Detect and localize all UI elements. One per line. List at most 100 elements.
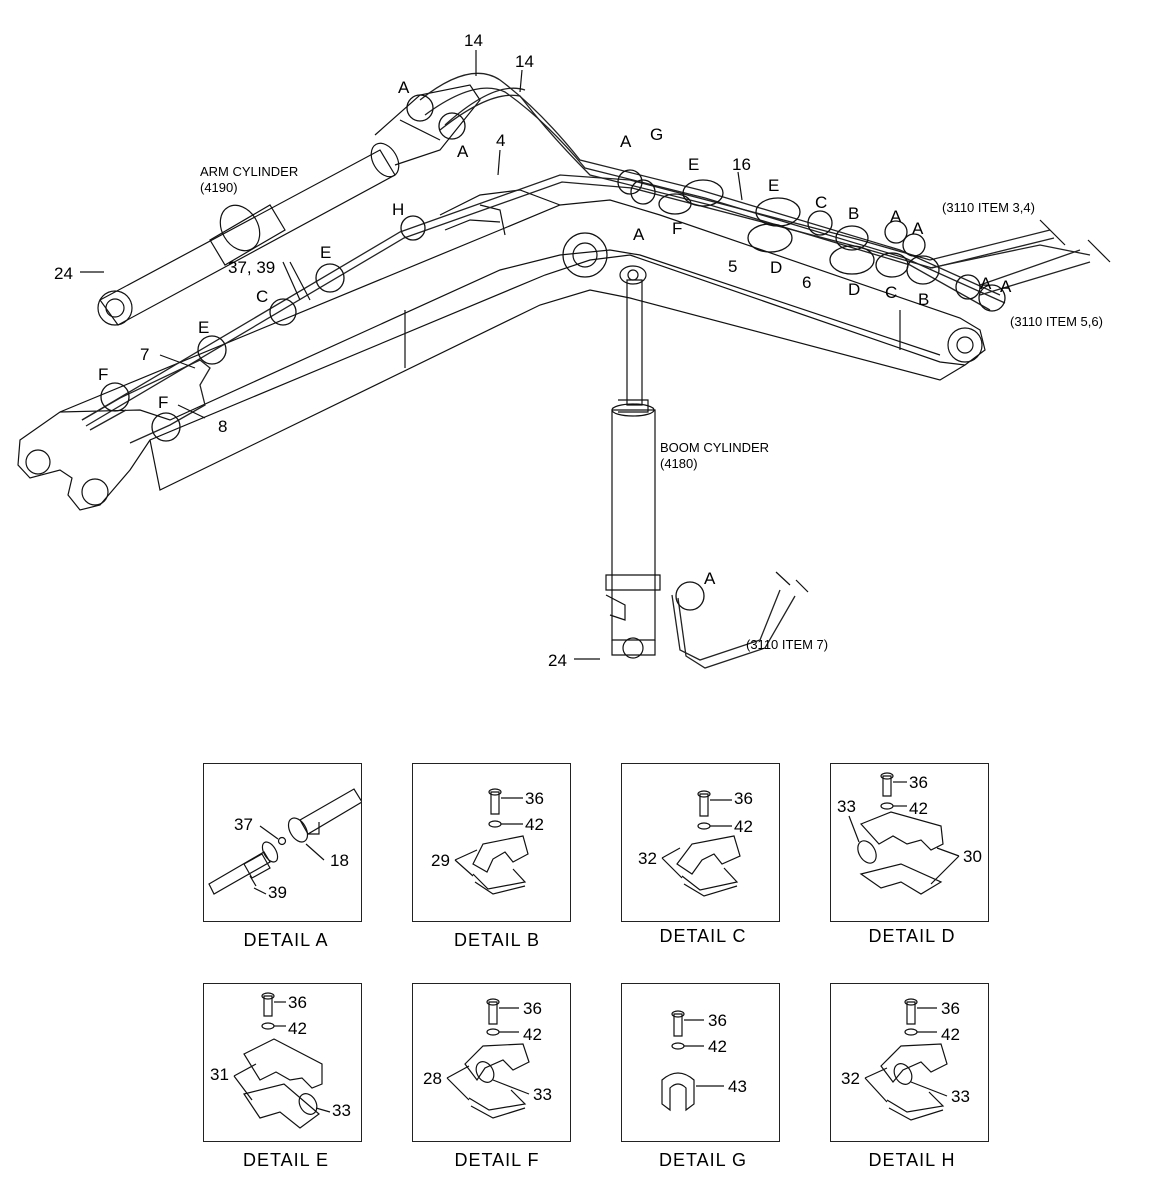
callout-e: E — [320, 243, 331, 262]
callout-c: C — [885, 283, 897, 302]
detail-a-drawing: 37 18 39 — [208, 788, 363, 902]
callout-24: 24 — [54, 264, 73, 283]
callout-5: 5 — [728, 257, 737, 276]
callout-b: B — [848, 204, 859, 223]
detail-d-panel: 36 42 33 30 — [830, 763, 989, 922]
detail-c-label-36: 36 — [734, 789, 753, 808]
callout-a: A — [633, 225, 645, 244]
ref-item-5-6: (3110 ITEM 5,6) — [1010, 314, 1103, 329]
callout-a: A — [980, 274, 992, 293]
detail-d-label-36: 36 — [909, 773, 928, 792]
boom-cylinder-code: (4180) — [660, 456, 698, 471]
detail-c-label-32: 32 — [638, 849, 657, 868]
detail-b-panel: 36 42 29 — [412, 763, 571, 922]
boom-structure — [17, 189, 986, 511]
callout-c: C — [815, 193, 827, 212]
detail-h-label-32: 32 — [841, 1069, 860, 1088]
detail-g-drawing: 36 42 43 — [661, 1010, 747, 1112]
detail-f-label-42: 42 — [523, 1025, 542, 1044]
callout-a: A — [912, 219, 924, 238]
callout-f: F — [98, 365, 108, 384]
callout-7: 7 — [140, 345, 149, 364]
detail-a-caption: DETAIL A — [243, 930, 329, 950]
detail-b-label-36: 36 — [525, 789, 544, 808]
detail-h-panel: 36 42 32 33 — [830, 983, 989, 1142]
ref-item-3-4: (3110 ITEM 3,4) — [942, 200, 1035, 215]
detail-f-label-33: 33 — [533, 1085, 552, 1104]
detail-e-panel: 36 42 31 33 — [203, 983, 362, 1142]
arm-cylinder-label: ARM CYLINDER — [200, 164, 298, 179]
callout-a: A — [704, 569, 716, 588]
callout-a: A — [890, 207, 902, 226]
callout-a: A — [457, 142, 469, 161]
callout-a: A — [1000, 277, 1012, 296]
callout-a: A — [398, 78, 410, 97]
leader-lines — [80, 50, 743, 660]
detail-f-label-36: 36 — [523, 999, 542, 1018]
detail-g-caption: DETAIL G — [658, 1150, 747, 1170]
callout-b: B — [918, 290, 929, 309]
detail-g-label-36: 36 — [708, 1011, 727, 1030]
detail-f-drawing: 36 42 28 33 — [423, 998, 552, 1119]
callout-8: 8 — [218, 417, 227, 436]
detail-h-label-36: 36 — [941, 999, 960, 1018]
detail-b-caption: DETAIL B — [453, 930, 541, 950]
detail-h-label-42: 42 — [941, 1025, 960, 1044]
callout-14: 14 — [464, 31, 483, 50]
detail-b-label-29: 29 — [431, 851, 450, 870]
callout-e: E — [768, 176, 779, 195]
callout-h: H — [392, 200, 404, 219]
detail-c-label-42: 42 — [734, 817, 753, 836]
detail-d-drawing: 36 42 33 30 — [837, 772, 982, 895]
detail-h-drawing: 36 42 32 33 — [841, 998, 970, 1121]
callout-a: A — [620, 132, 632, 151]
callout-4: 4 — [496, 131, 505, 150]
detail-e-label-36: 36 — [288, 993, 307, 1012]
callout-circles — [100, 94, 1006, 611]
detail-e-label-42: 42 — [288, 1019, 307, 1038]
detail-e-drawing: 36 42 31 33 — [210, 992, 351, 1129]
detail-e-caption: DETAIL E — [242, 1150, 330, 1170]
ref-item-7: (3110 ITEM 7) — [746, 637, 828, 652]
callout-6: 6 — [802, 273, 811, 292]
detail-h-caption: DETAIL H — [868, 1150, 956, 1170]
detail-a-label-18: 18 — [330, 851, 349, 870]
callout-14: 14 — [515, 52, 534, 71]
callout-f: F — [158, 393, 168, 412]
detail-d-label-42: 42 — [909, 799, 928, 818]
arm-cylinder-code: (4190) — [200, 180, 238, 195]
detail-a-label-39: 39 — [268, 883, 287, 902]
callout-c: C — [256, 287, 268, 306]
detail-e-label-31: 31 — [210, 1065, 229, 1084]
callout-e: E — [688, 155, 699, 174]
callout-d: D — [848, 280, 860, 299]
detail-f-caption: DETAIL F — [454, 1150, 540, 1170]
detail-f-label-28: 28 — [423, 1069, 442, 1088]
detail-f-panel: 36 42 28 33 — [412, 983, 571, 1142]
detail-h-label-33: 33 — [951, 1087, 970, 1106]
callout-24: 24 — [548, 651, 567, 670]
detail-c-caption: DETAIL C — [659, 926, 747, 946]
callout-d: D — [770, 258, 782, 277]
boom-arm-piping-diagram: ARM CYLINDER (4190) BOOM CYLINDER (4180)… — [17, 31, 1111, 670]
callout-g: G — [650, 125, 663, 144]
callout-16: 16 — [732, 155, 751, 174]
detail-a-label-37: 37 — [234, 815, 253, 834]
callout-e: E — [198, 318, 209, 337]
boom-cylinder-label: BOOM CYLINDER — [660, 440, 769, 455]
detail-e-label-33: 33 — [332, 1101, 351, 1120]
detail-g-label-43: 43 — [728, 1077, 747, 1096]
arm-cylinder — [97, 84, 481, 326]
detail-d-caption: DETAIL D — [868, 926, 956, 946]
detail-d-label-33: 33 — [837, 797, 856, 816]
callout-f: F — [672, 219, 682, 238]
detail-c-drawing: 36 42 32 — [638, 789, 753, 897]
detail-a-panel: 37 18 39 — [203, 763, 363, 922]
detail-b-label-42: 42 — [525, 815, 544, 834]
detail-c-panel: 36 42 32 — [621, 763, 780, 922]
detail-d-label-30: 30 — [963, 847, 982, 866]
boom-cylinder — [605, 265, 661, 659]
callout-37-39: 37, 39 — [228, 258, 275, 277]
detail-g-panel: 36 42 43 — [621, 983, 780, 1142]
detail-g-label-42: 42 — [708, 1037, 727, 1056]
